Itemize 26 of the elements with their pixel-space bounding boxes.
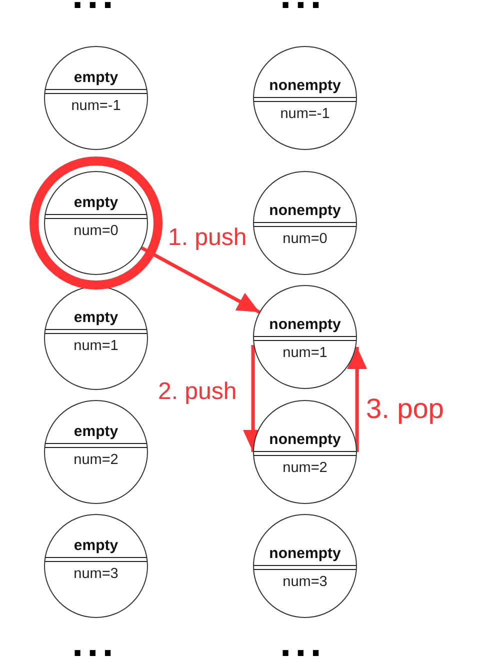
state-name: nonempty <box>269 77 341 95</box>
state-name: empty <box>74 423 118 441</box>
state-name: empty <box>74 69 118 87</box>
state-name: empty <box>74 309 118 327</box>
state-name: nonempty <box>269 431 341 449</box>
state-value: num=-1 <box>71 97 121 115</box>
state-value: num=2 <box>282 459 328 477</box>
edge-label: 1. push <box>168 226 247 250</box>
arrow <box>140 246 260 314</box>
state-value: num=0 <box>282 230 328 248</box>
state-name: nonempty <box>269 202 341 220</box>
state-value: num=-1 <box>280 105 330 123</box>
arrow <box>347 347 367 452</box>
state-name: nonempty <box>269 316 341 334</box>
state-value: num=2 <box>74 451 118 469</box>
state-value: num=1 <box>74 337 118 355</box>
state-circle <box>44 171 148 275</box>
edge-label: 2. push <box>158 380 237 404</box>
state-name: empty <box>74 194 118 212</box>
state-value: num=3 <box>74 565 118 583</box>
state-name: nonempty <box>269 545 341 563</box>
state-value: num=0 <box>74 222 118 240</box>
state-value: num=1 <box>282 344 328 362</box>
state-value: num=3 <box>282 573 328 591</box>
state-name: empty <box>74 537 118 555</box>
edge-label: 3. pop <box>366 395 444 423</box>
